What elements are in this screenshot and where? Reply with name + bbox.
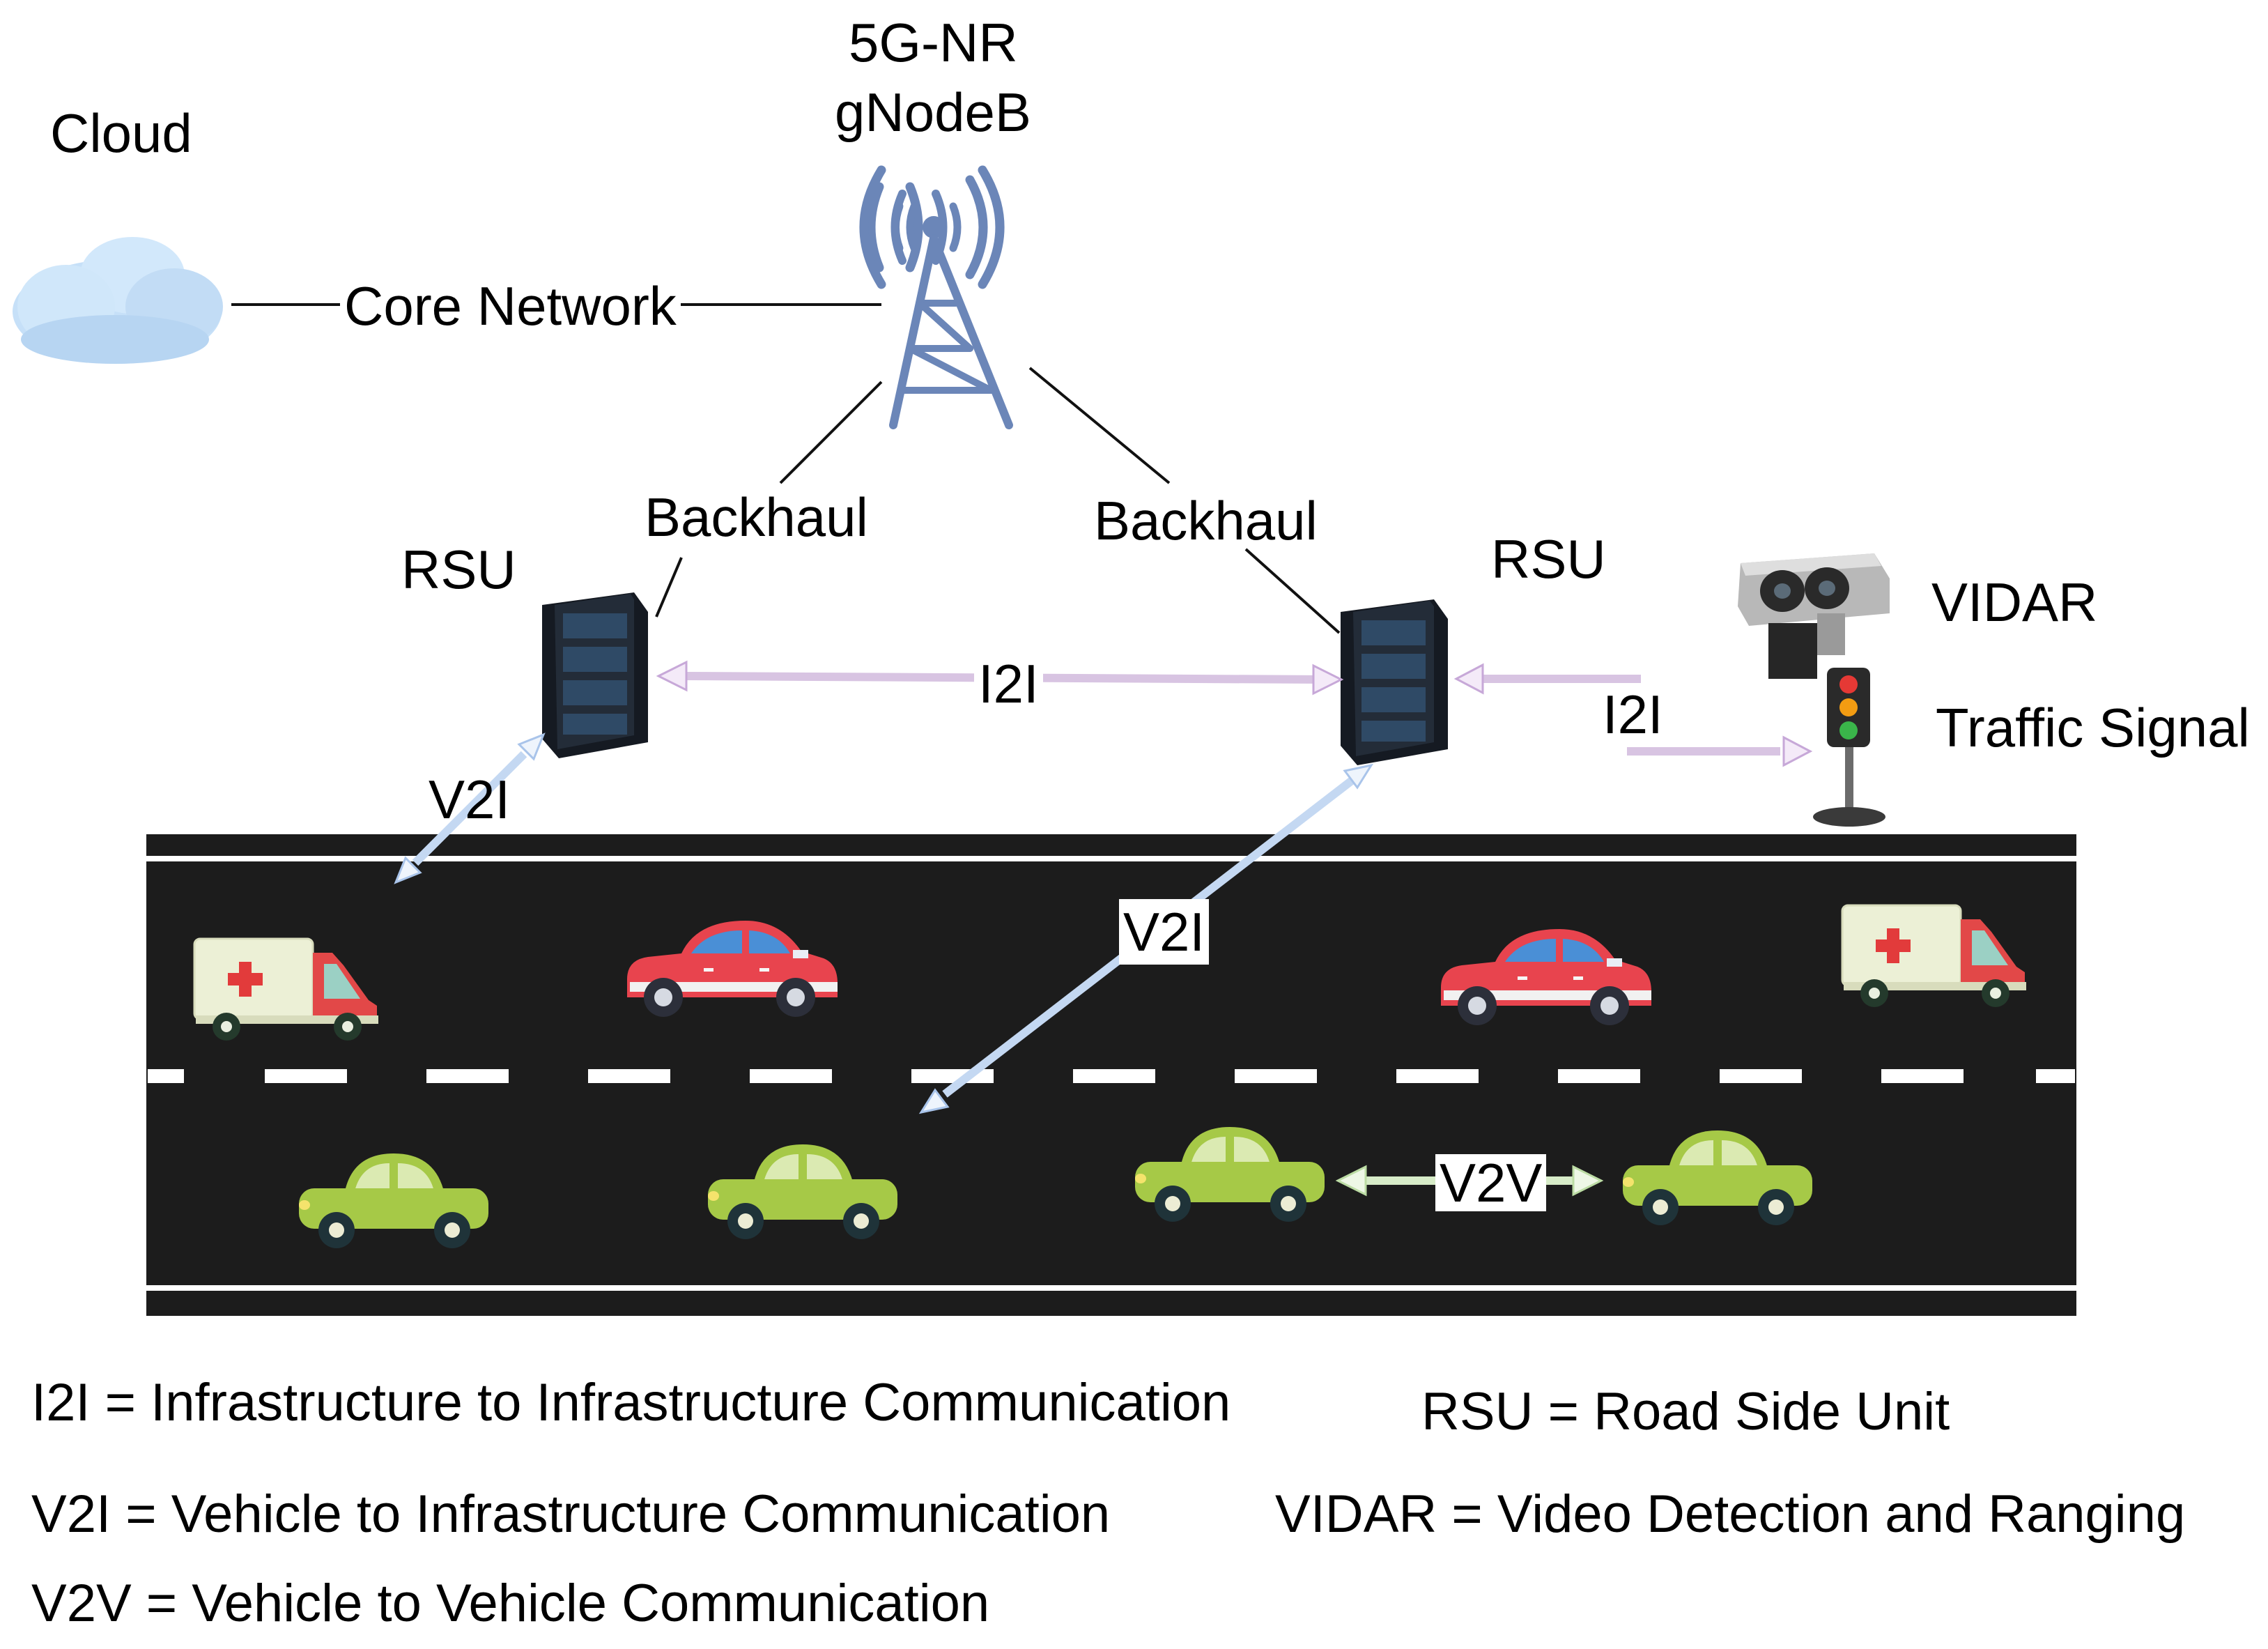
- road: [146, 834, 2076, 1316]
- legend-v2i: V2I = Vehicle to Infrastructure Communic…: [31, 1485, 1111, 1544]
- backhaul-left-line: [779, 381, 883, 484]
- cloud-label: Cloud: [50, 102, 192, 164]
- backhaul-right-line: [1028, 367, 1171, 484]
- i2i-center-label: I2I: [974, 657, 1043, 711]
- legend-vidar: VIDAR = Video Detection and Ranging: [1275, 1485, 2186, 1544]
- backhaul-left-label: Backhaul: [645, 486, 868, 548]
- cloud-icon: [13, 237, 223, 364]
- cell-tower-icon: [859, 165, 1013, 429]
- i2i-right-label: I2I: [1603, 684, 1663, 745]
- server-rack-icon-left: [542, 592, 648, 758]
- gnodeb-label-line2: gNodeB: [835, 82, 1031, 143]
- backhaul-right-label: Backhaul: [1094, 490, 1318, 551]
- lane-divider: [148, 1069, 2075, 1083]
- rsu-right-label: RSU: [1491, 528, 1606, 590]
- backhaul-right-line-lower: [1244, 548, 1341, 634]
- legend-rsu: RSU = Road Side Unit: [1421, 1382, 1950, 1441]
- v2v-label: V2V: [1435, 1154, 1547, 1211]
- camera-icon: [1738, 553, 1890, 679]
- legend-v2v: V2V = Vehicle to Vehicle Communication: [31, 1574, 990, 1633]
- rsu-left-label: RSU: [401, 539, 516, 600]
- traffic-signal-label: Traffic Signal: [1936, 697, 2250, 758]
- v2i-left-label: V2I: [429, 769, 511, 830]
- v2i-center-label: V2I: [1119, 899, 1210, 965]
- legend-i2i: I2I = Infrastructure to Infrastructure C…: [31, 1373, 1231, 1432]
- i2i-arrow-right: [1453, 663, 1813, 767]
- v2i-arrow-left: [394, 733, 546, 884]
- server-rack-icon-right: [1341, 599, 1448, 765]
- vidar-label: VIDAR: [1931, 572, 2098, 633]
- traffic-light-icon: [1813, 668, 1885, 827]
- core-network-label: Core Network: [340, 279, 681, 333]
- backhaul-left-line-lower: [655, 557, 683, 618]
- gnodeb-label-line1: 5G-NR: [849, 12, 1018, 73]
